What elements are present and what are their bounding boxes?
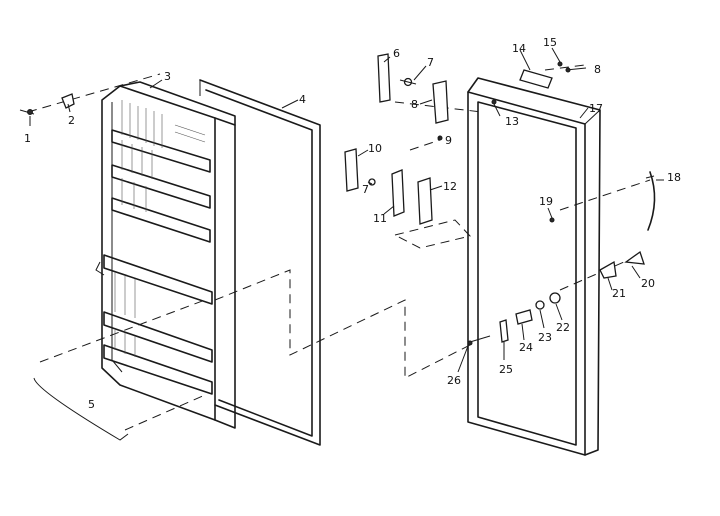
callout-19: 19 <box>539 195 553 208</box>
callout-20: 20 <box>641 277 655 290</box>
callout-24: 24 <box>519 341 533 354</box>
callout-22: 22 <box>556 321 570 334</box>
callout-3: 3 <box>164 70 171 83</box>
callout-13: 13 <box>505 115 519 128</box>
callout-8-left: 8 <box>411 98 418 111</box>
callout-2: 2 <box>68 114 75 127</box>
callout-7-lower: 7 <box>362 183 369 196</box>
callout-23: 23 <box>538 331 552 344</box>
callout-10: 10 <box>368 142 382 155</box>
alignment-lines <box>27 64 651 431</box>
callout-7-upper: 7 <box>427 56 434 69</box>
callout-15: 15 <box>543 36 557 49</box>
callout-17: 17 <box>589 102 603 115</box>
callout-5: 5 <box>88 398 95 411</box>
callout-6: 6 <box>393 47 400 60</box>
leader-lines <box>29 49 664 373</box>
callout-12: 12 <box>443 180 457 193</box>
door-gasket <box>199 79 321 446</box>
callout-9: 9 <box>445 134 452 147</box>
callout-4: 4 <box>299 93 306 106</box>
callout-8-right: 8 <box>594 63 601 76</box>
callout-25: 25 <box>499 363 513 376</box>
hardware-parts <box>19 47 656 441</box>
callout-14: 14 <box>512 42 526 55</box>
callout-21: 21 <box>612 287 626 300</box>
callout-26: 26 <box>447 374 461 387</box>
outer-door-panel <box>467 77 601 456</box>
callout-numbers: 1 2 3 4 5 6 7 8 8 9 10 7 11 12 13 14 15 … <box>24 36 681 411</box>
callout-11: 11 <box>373 212 387 225</box>
callout-1: 1 <box>24 132 31 145</box>
callout-18: 18 <box>667 171 681 184</box>
door-liner <box>95 81 236 429</box>
